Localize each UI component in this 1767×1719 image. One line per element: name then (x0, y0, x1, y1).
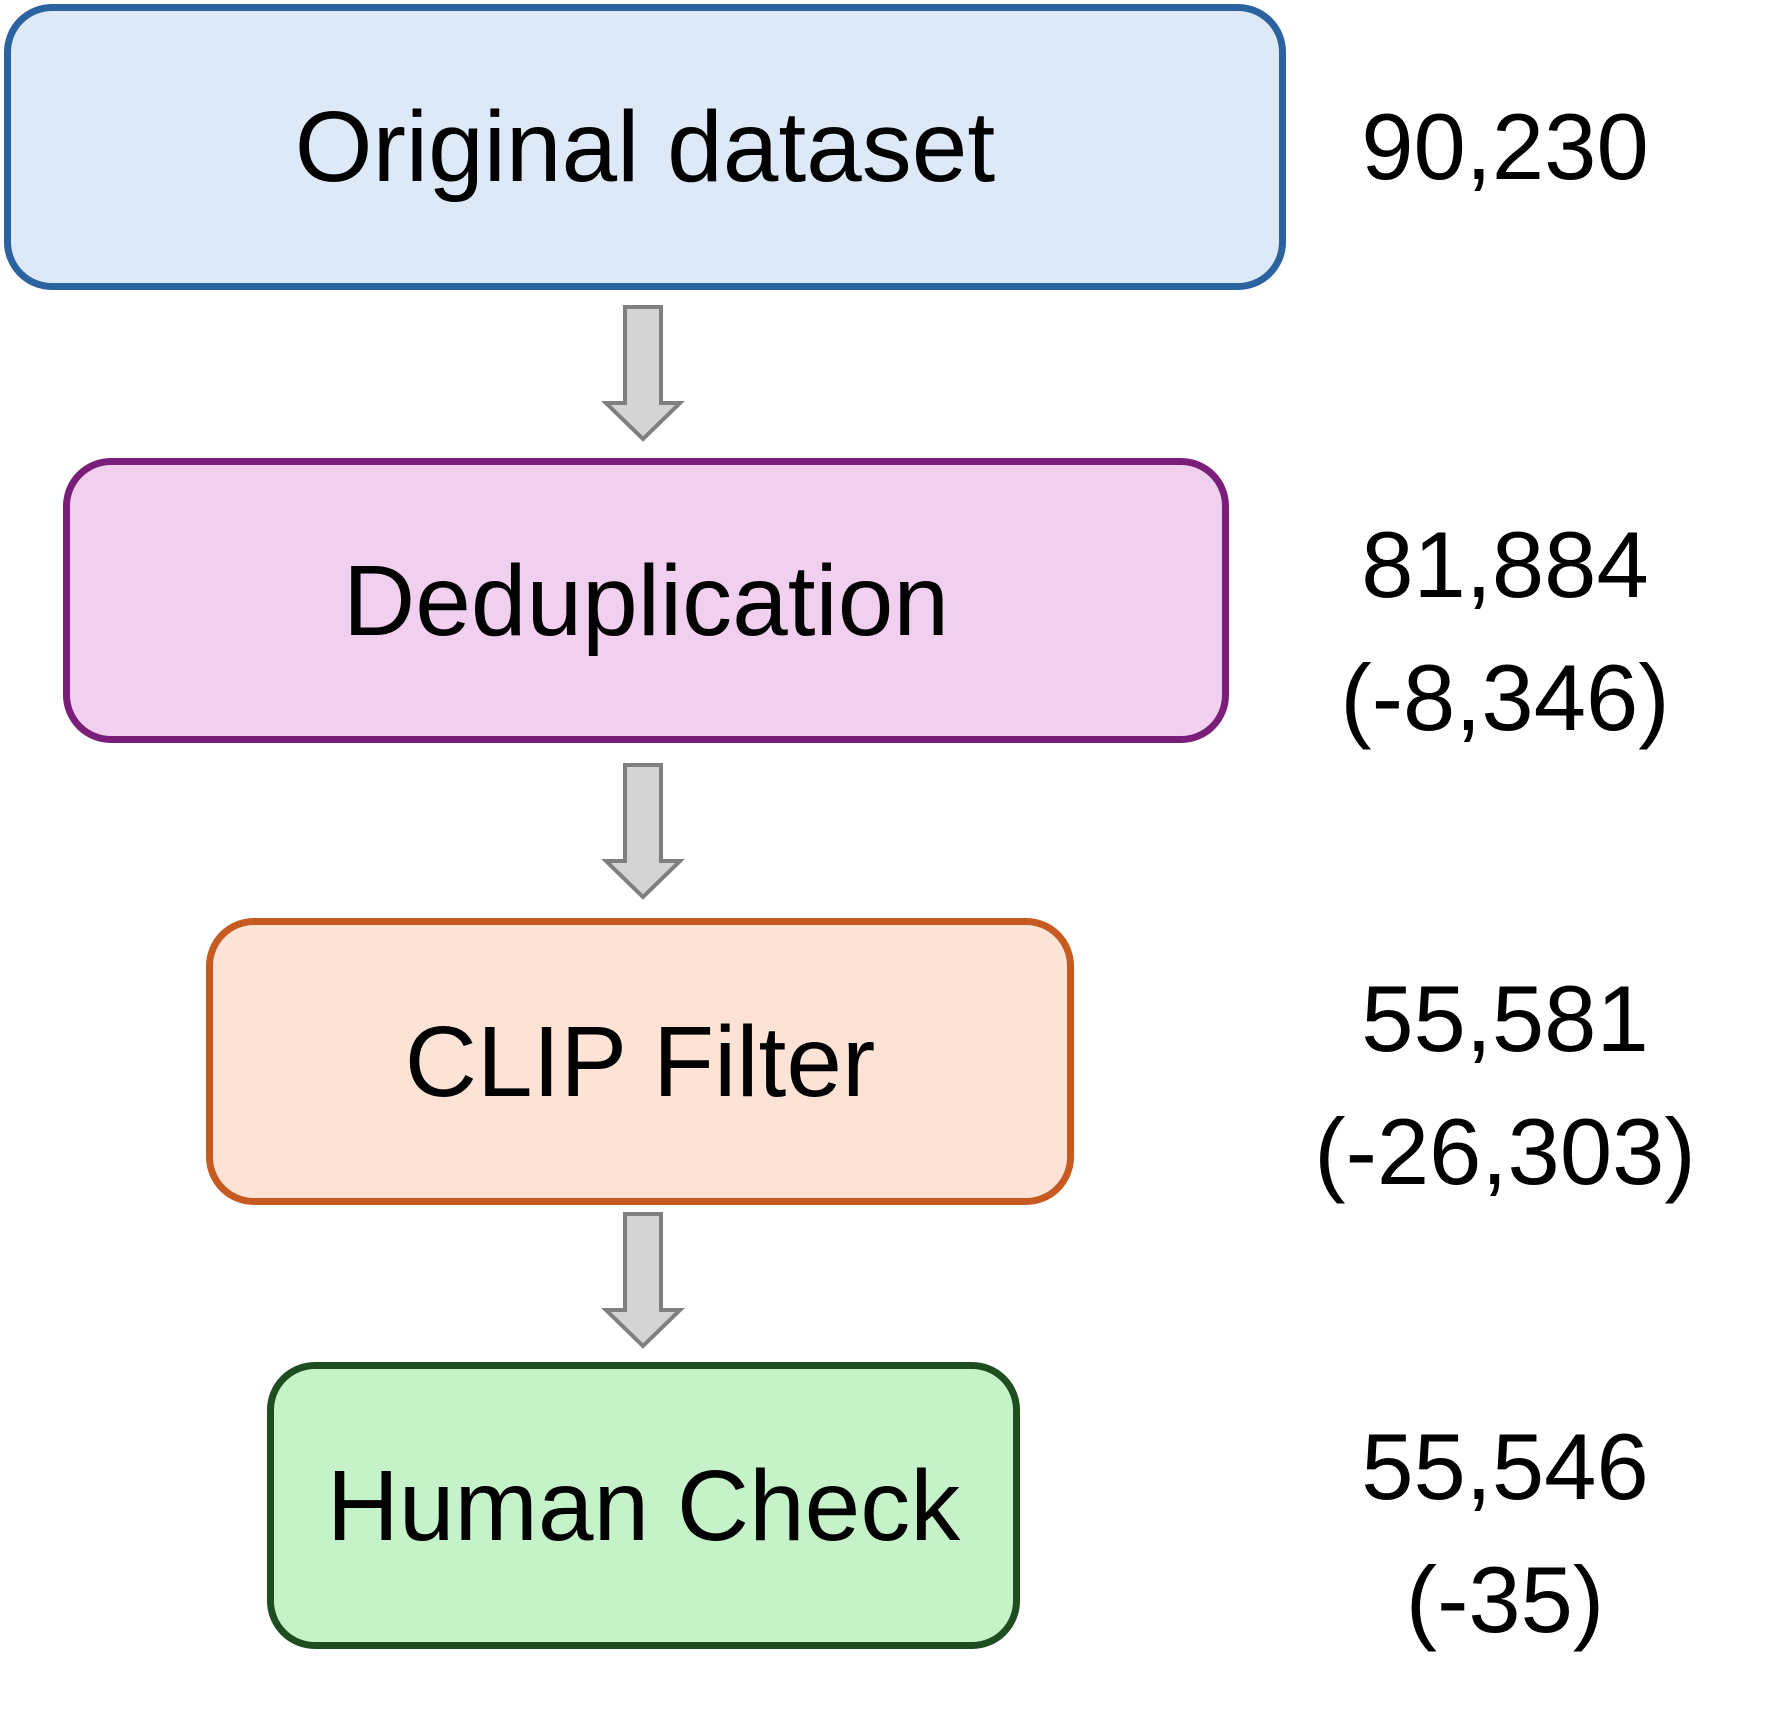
stage-count-clip-filter: 55,581 (-26,303) (1285, 952, 1725, 1219)
stage-count-deduplication: 81,884 (-8,346) (1285, 498, 1725, 765)
stage-box-original-dataset: Original dataset (4, 4, 1286, 290)
stage-count-human-check: 55,546 (-35) (1285, 1400, 1725, 1667)
stage-label-deduplication: Deduplication (343, 544, 949, 657)
down-arrow-icon (601, 763, 685, 900)
stage-box-deduplication: Deduplication (63, 458, 1229, 743)
stage-label-human-check: Human Check (326, 1449, 961, 1562)
down-arrow-icon (601, 1212, 685, 1349)
stage-count-value-original-dataset: 90,230 (1361, 94, 1649, 199)
stage-label-original-dataset: Original dataset (294, 91, 996, 203)
down-arrow-icon (601, 305, 685, 442)
stage-label-clip-filter: CLIP Filter (404, 1005, 876, 1118)
stage-box-human-check: Human Check (267, 1362, 1020, 1649)
stage-count-change-human-check: (-35) (1405, 1547, 1605, 1653)
stage-count-change-clip-filter: (-26,303) (1314, 1099, 1696, 1205)
stage-box-clip-filter: CLIP Filter (206, 918, 1074, 1205)
stage-count-value-human-check: 55,546 (1361, 1414, 1649, 1519)
stage-count-value-clip-filter: 55,581 (1361, 966, 1649, 1071)
stage-count-original-dataset: 90,230 (1285, 80, 1725, 213)
stage-count-value-deduplication: 81,884 (1361, 512, 1649, 617)
stage-count-change-deduplication: (-8,346) (1340, 645, 1670, 751)
